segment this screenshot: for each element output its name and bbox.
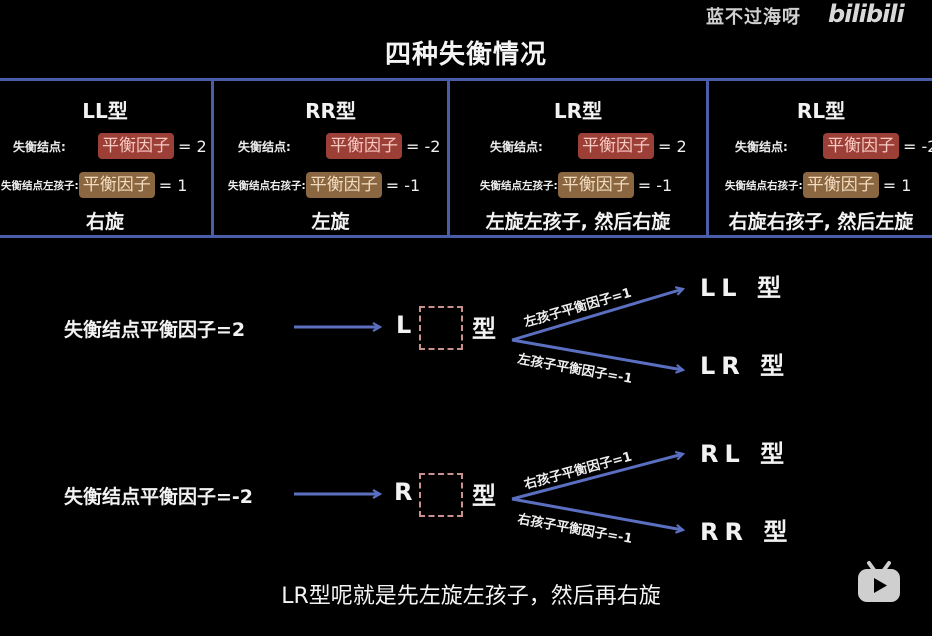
imbalance-table: LL型 失衡结点: 平衡因子 = 2 失衡结点左孩子: 平衡因子 = 1 右旋 … (0, 78, 932, 238)
rotation-text: 右旋右孩子, 然后左旋 (728, 211, 914, 233)
row-label: 失衡结点左孩子: (1, 179, 79, 192)
result-lr: LR 型 (700, 352, 791, 380)
arrow-bottom-up (511, 454, 683, 501)
cell-title: RL型 (796, 99, 846, 123)
balance-factor-pill: 平衡因子 (578, 133, 654, 159)
table-cell-ll: LL型 失衡结点: 平衡因子 = 2 失衡结点左孩子: 平衡因子 = 1 右旋 (0, 81, 214, 235)
balance-factor-pill: 平衡因子 (78, 172, 155, 198)
row-value: = 1 (158, 175, 188, 195)
row-label: 失衡结点右孩子: (725, 179, 803, 192)
cell-title: LL型 (82, 99, 128, 123)
balance-factor-pill: 平衡因子 (557, 172, 634, 198)
tv-play-icon[interactable] (855, 560, 903, 604)
rotation-text: 右旋 (85, 211, 124, 233)
top-condition: 失衡结点平衡因子=2 (64, 319, 246, 341)
balance-factor-pill: 平衡因子 (98, 133, 174, 159)
balance-factor-pill: 平衡因子 (305, 172, 382, 198)
child-row: 失衡结点左孩子: 平衡因子 = -1 (480, 172, 672, 198)
top-placeholder-box (419, 306, 463, 350)
arrow-top-up (511, 289, 683, 342)
table-cell-rl: RL型 失衡结点: 平衡因子 = -2 失衡结点右孩子: 平衡因子 = 1 右旋… (709, 81, 932, 235)
top-letter: L (396, 311, 412, 339)
row-value: = 2 (658, 136, 687, 156)
balance-factor-pill: 平衡因子 (802, 172, 879, 198)
bilibili-logo: bilibili (828, 0, 905, 28)
result-ll: LL 型 (700, 274, 787, 302)
node-row: 失衡结点: 平衡因子 = 2 (490, 133, 687, 159)
table-cell-lr: LR型 失衡结点: 平衡因子 = 2 失衡结点左孩子: 平衡因子 = -1 左旋… (450, 81, 709, 235)
arrow-top-down (511, 338, 683, 370)
row-label: 失衡结点: (13, 139, 66, 154)
video-subtitle: LR型呢就是先左旋左孩子，然后再右旋 (281, 584, 661, 609)
bottom-suffix: 型 (472, 482, 496, 510)
row-value: = -1 (385, 175, 421, 195)
row-label: 失衡结点左孩子: (480, 179, 558, 192)
row-label: 失衡结点: (735, 139, 788, 154)
rotation-text: 左旋左孩子, 然后右旋 (485, 211, 671, 233)
balance-factor-pill: 平衡因子 (823, 133, 899, 159)
row-label: 失衡结点右孩子: (228, 179, 306, 192)
uploader-watermark: 蓝不过海呀 (706, 7, 801, 28)
page-title: 四种失衡情况 (384, 40, 547, 70)
row-label: 失衡结点: (238, 139, 291, 154)
child-row: 失衡结点左孩子: 平衡因子 = 1 (1, 172, 187, 198)
cell-title: LR型 (553, 99, 603, 123)
arrow-bottom-down (511, 497, 683, 530)
row-value: = -2 (903, 136, 932, 156)
top-suffix: 型 (472, 315, 496, 343)
table-cell-rr: RR型 失衡结点: 平衡因子 = -2 失衡结点右孩子: 平衡因子 = -1 左… (214, 81, 450, 235)
node-row: 失衡结点: 平衡因子 = -2 (238, 133, 440, 159)
child-row: 失衡结点右孩子: 平衡因子 = -1 (228, 172, 420, 198)
node-row: 失衡结点: 平衡因子 = -2 (735, 133, 932, 159)
row-value: = -2 (406, 136, 441, 156)
bottom-placeholder-box (419, 473, 463, 517)
balance-factor-pill: 平衡因子 (326, 133, 402, 159)
result-rr: RR 型 (700, 518, 794, 546)
result-rl: RL 型 (700, 440, 791, 468)
cell-title: RR型 (305, 99, 356, 123)
child-row: 失衡结点右孩子: 平衡因子 = 1 (725, 172, 911, 198)
node-row: 失衡结点: 平衡因子 = 2 (13, 133, 207, 159)
row-value: = -1 (637, 175, 673, 195)
bottom-letter: R (394, 478, 413, 506)
row-value: = 1 (882, 175, 912, 195)
rotation-text: 左旋 (311, 211, 350, 233)
bottom-condition: 失衡结点平衡因子=-2 (64, 486, 254, 508)
row-value: = 2 (178, 136, 207, 156)
row-label: 失衡结点: (490, 139, 543, 154)
